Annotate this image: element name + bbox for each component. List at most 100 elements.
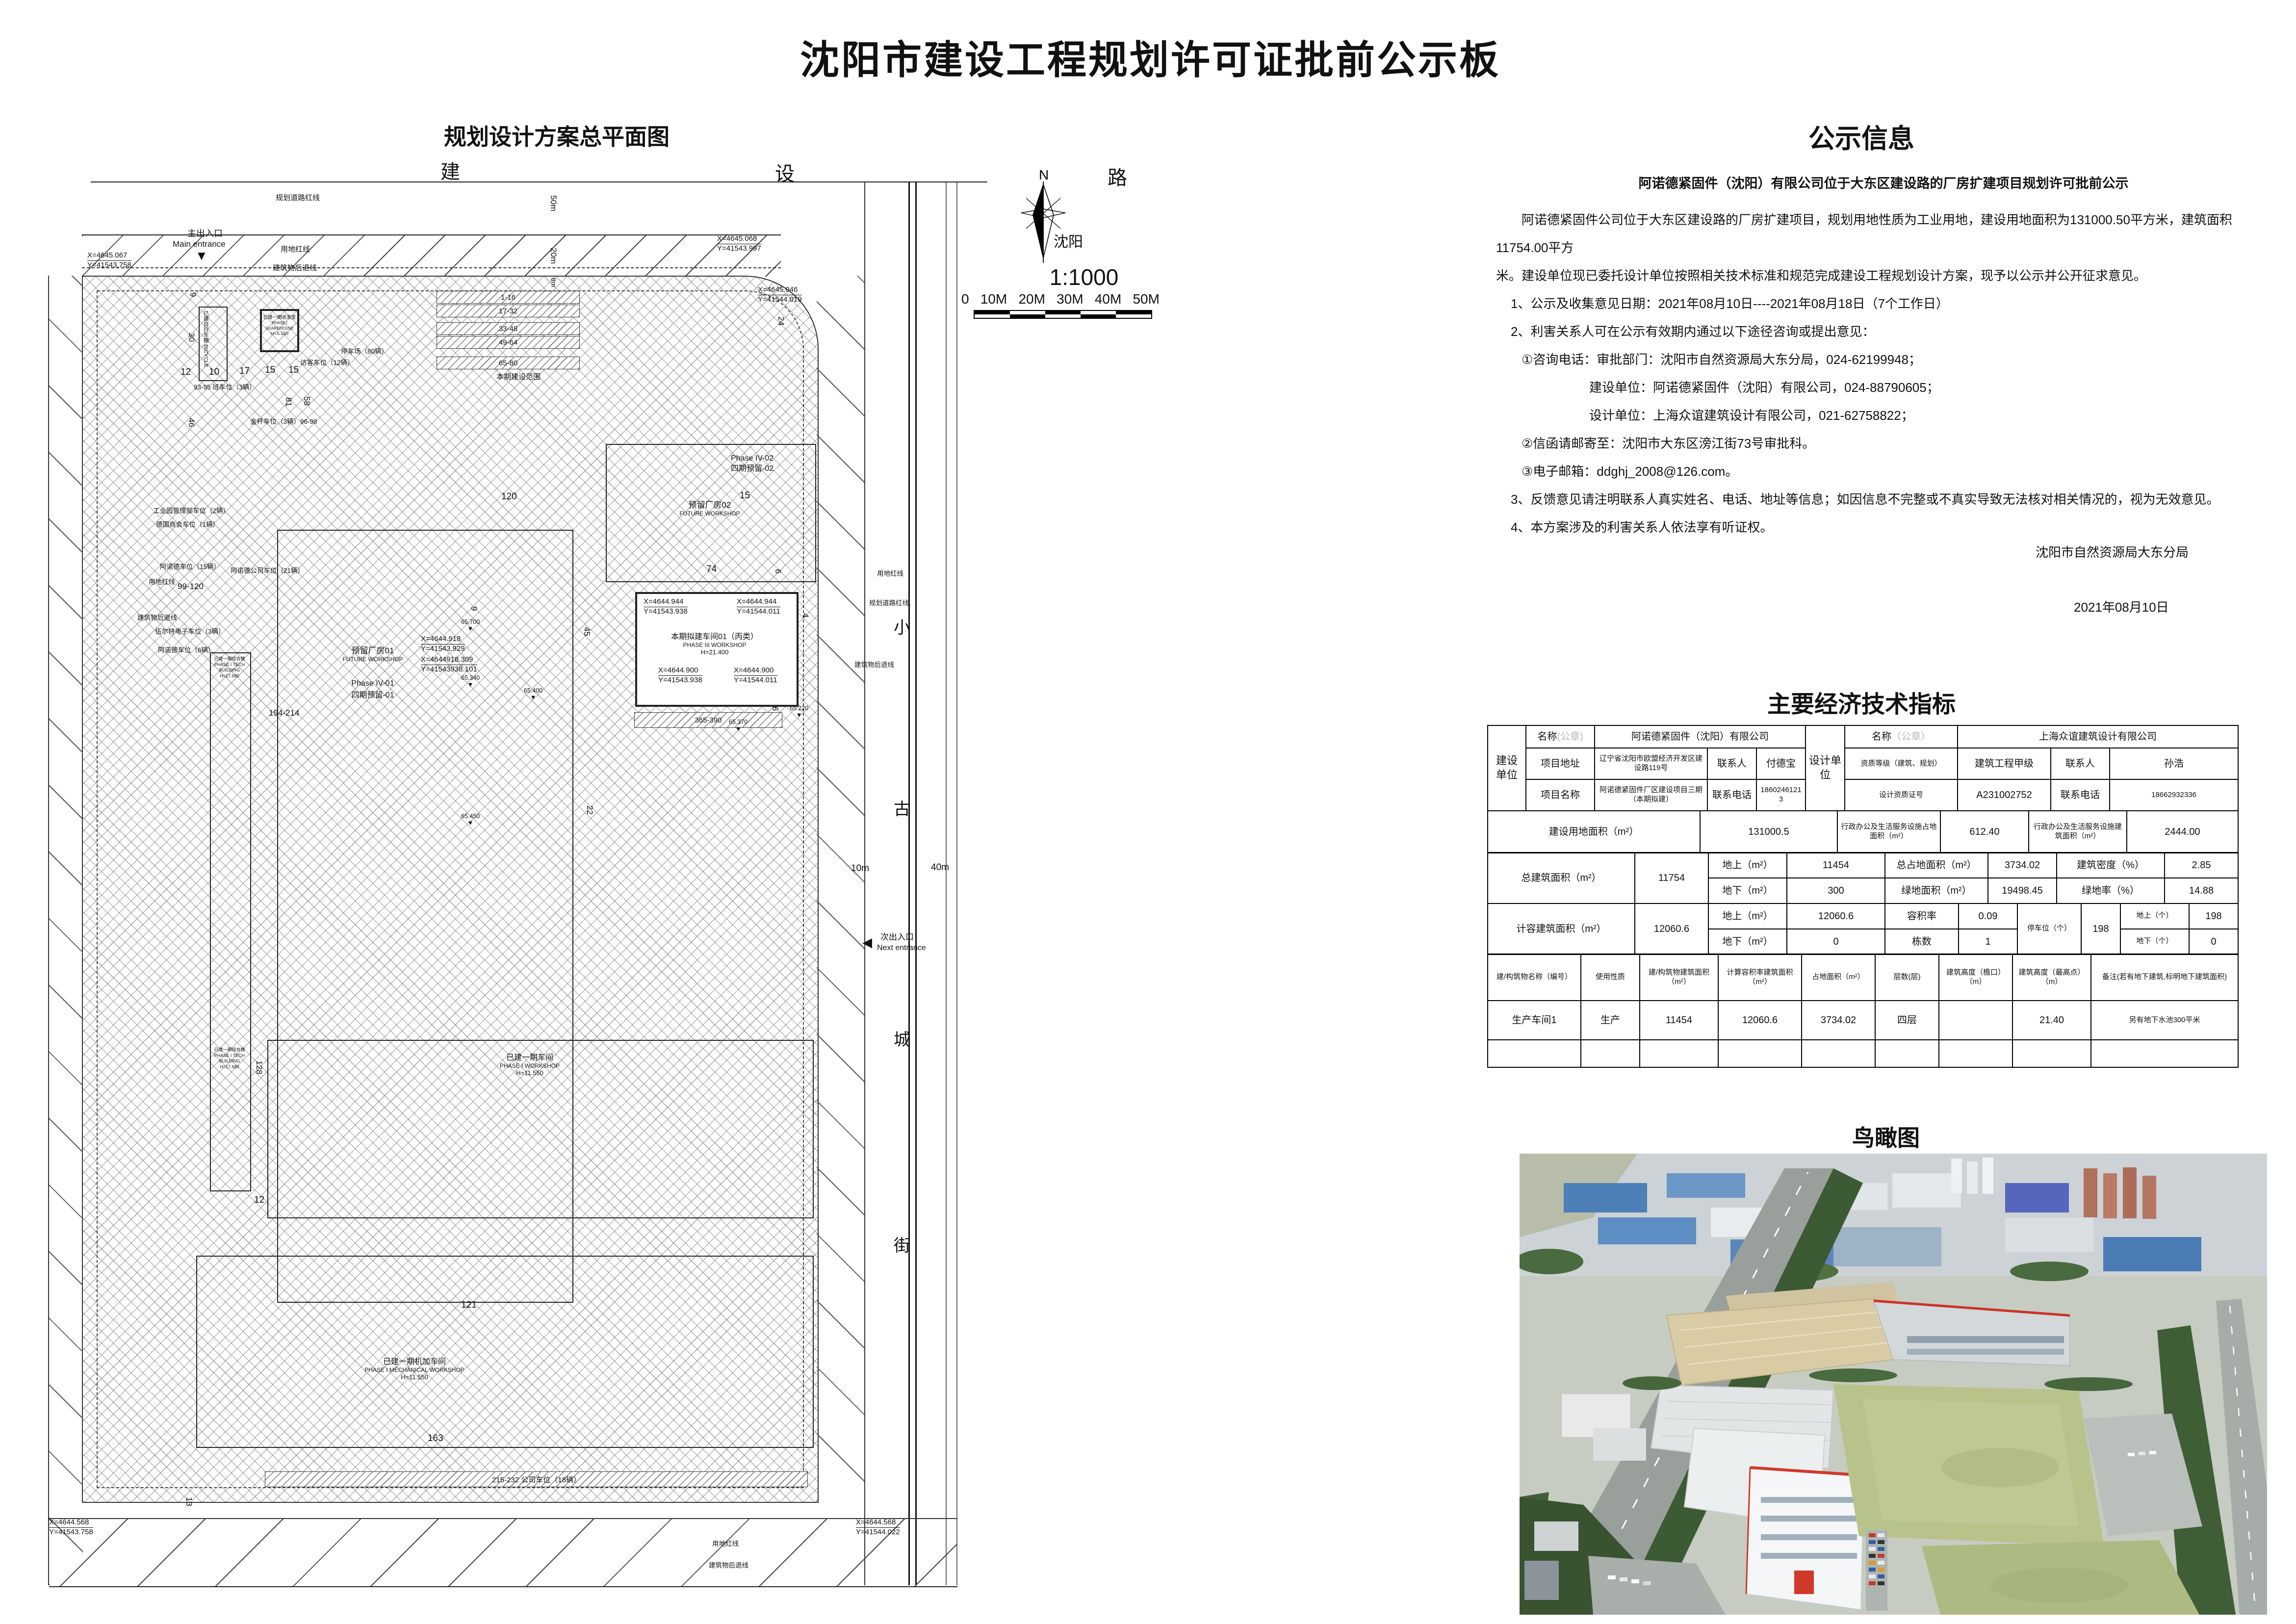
cell: 3734.02 xyxy=(1801,1000,1876,1040)
elevation-triangle-icon: ▼ xyxy=(530,693,537,701)
cell: 另有地下水池300平米 xyxy=(2090,1000,2239,1040)
road-redline-label: 规划道路红线 xyxy=(869,599,909,607)
scale-bar xyxy=(974,310,1152,319)
main-entrance-label-en: Main entrance xyxy=(173,239,226,249)
building-phase1-workshop xyxy=(267,1040,814,1218)
notice-subtitle: 阿诺德紧固件（沈阳）有限公司位于大东区建设路的厂房扩建项目规划许可批前公示 xyxy=(1638,176,2129,191)
cell: 联系电话 xyxy=(2050,779,2110,811)
cell: 计算容积率建筑面积（m²） xyxy=(1718,954,1802,1001)
cell: 停车位（个） xyxy=(2017,902,2082,955)
building-phase3-workshop xyxy=(635,592,799,707)
cell: 0.09 xyxy=(1958,902,2018,929)
elevation-marker: 65.340▼ xyxy=(461,674,480,688)
cell: 联系人 xyxy=(1707,748,1757,780)
notice-item: 3、反馈意见请注明联系人真实姓名、电话、地址等信息；如因信息不完整或不真实导致无… xyxy=(1511,492,2219,507)
cell: 地下（m²） xyxy=(1708,928,1787,955)
cell: 14.88 xyxy=(2164,877,2239,904)
main-entrance-label: 主出入口 xyxy=(187,229,223,238)
cell: 联系电话 xyxy=(1707,779,1757,811)
road-right-line5 xyxy=(956,182,957,1585)
cell: 生产 xyxy=(1580,1000,1640,1040)
parking-range-label: 99-120 xyxy=(178,582,204,591)
cell: 3734.02 xyxy=(1987,852,2057,878)
future-workshop-02-label: 预留厂房02 FUTURE WORKSHOP xyxy=(679,500,740,517)
cell: 地上（m²） xyxy=(1708,902,1787,929)
cell: 阿诺德紧固件（沈阳）有限公司 xyxy=(1594,725,1806,748)
cell xyxy=(1487,1039,1581,1068)
dim-label: 22 xyxy=(585,805,594,815)
cell: 21.40 xyxy=(2012,1000,2091,1040)
notice-subitem: ③电子邮箱：ddghj_2008@126.com。 xyxy=(1522,464,1738,479)
parking-label: 德国商会车位（1辆） xyxy=(156,521,220,528)
cell: 131000.5 xyxy=(1700,810,1838,853)
cell: 1 xyxy=(1958,928,2018,955)
cell: 建筑密度（%） xyxy=(2056,852,2165,878)
building-future-workshop-01 xyxy=(277,530,573,1303)
dim-label: 9 xyxy=(469,606,479,611)
cell: 备注(若有地下建筑,标明地下建筑面积) xyxy=(2090,954,2239,1001)
phase3-workshop-label: 本期拟建车间01（丙类） PHASE III WORKSHOP H=21.400 xyxy=(671,633,758,656)
elevation-triangle-icon: ▼ xyxy=(467,680,474,688)
cell: 0 xyxy=(1786,928,1885,955)
dim-label: 30 xyxy=(187,333,196,342)
dim-label: 45 xyxy=(582,627,592,636)
verge-hatch-top xyxy=(82,234,781,277)
dim-label: 15 xyxy=(288,365,299,375)
cell: 198 xyxy=(2081,902,2121,955)
land-redline-label: 用地红线 xyxy=(877,570,903,577)
dim-label: 10m xyxy=(851,863,869,874)
road-name-top-2: 设 xyxy=(775,163,795,185)
cell: A231002752 xyxy=(1957,779,2051,811)
elevation-triangle-icon: ▼ xyxy=(467,819,474,826)
svg-text:N: N xyxy=(1039,167,1049,182)
cell: 建筑高度（最高点）（m） xyxy=(2012,954,2091,1001)
elevation-triangle-icon: ▼ xyxy=(796,711,802,719)
cell: 设计单位 xyxy=(1805,725,1845,811)
parcel xyxy=(82,276,819,1503)
cell: 总占地面积（m²） xyxy=(1884,852,1988,878)
next-entrance-label-en: Next entrance xyxy=(877,944,926,952)
cell: 四层 xyxy=(1875,1000,1939,1040)
road-name-right-4: 街 xyxy=(894,1237,910,1255)
cell: 阿诺德紧固件厂区建设项目三期（本期拟建） xyxy=(1594,779,1708,811)
land-redline-top xyxy=(82,267,781,268)
road-right-line4 xyxy=(946,182,947,1585)
parking-range-label: 194-214 xyxy=(269,708,300,718)
building-bike-shed: 已建自行车棚 BICYCLE xyxy=(199,307,228,381)
notice-subitem: 建设单位：阿诺德紧固件（沈阳）有限公司，024-88790605； xyxy=(1589,380,1939,395)
parking-label: 阿诺德公司车位（21辆） xyxy=(231,567,305,574)
cell: 建设用地面积（m²） xyxy=(1487,810,1701,853)
notice-subitem: ②信函请邮寄至：沈阳市大东区滂江街73号审批科。 xyxy=(1522,436,1815,451)
cell: 行政办公及生活服务设施建筑面积（m²） xyxy=(2028,810,2127,853)
guardhouse-height: H=5.150 xyxy=(270,331,289,337)
road-name-top-3: 路 xyxy=(1108,167,1127,189)
dim-label: 81 xyxy=(284,397,293,407)
dim-label: 12 xyxy=(181,367,191,377)
cell: 地上（m²） xyxy=(1708,852,1787,878)
notice-agency: 沈阳市自然资源局大东分局 xyxy=(2036,545,2189,560)
notice-date: 2021年08月10日 xyxy=(2074,600,2169,615)
dim-label: 8m xyxy=(550,278,558,287)
notice-item: 1、公示及收集意见日期：2021年08月10日----2021年08月18日（7… xyxy=(1511,296,1949,311)
cell: 设计资质证号 xyxy=(1844,779,1958,811)
cell: 容积率 xyxy=(1884,902,1959,929)
notice-item: 4、本方案涉及的利害关系人依法享有听证权。 xyxy=(1511,520,1773,535)
dim-label: 10 xyxy=(209,367,220,377)
building-future-workshop-02 xyxy=(606,444,816,582)
econ-table-area-rows: 总建筑面积（m²） 11754 地上（m²） 11454 总占地面积（m²） 3… xyxy=(1487,852,2239,904)
parking-visitors-label: 访客车位（12辆） xyxy=(300,359,354,366)
cell xyxy=(1639,1039,1719,1068)
parking-row: 49-64 xyxy=(437,336,580,349)
parking-label: 93-95 班车位（3辆） xyxy=(194,384,256,391)
notice-title: 公示信息 xyxy=(1808,124,1914,154)
bike-shed-label-en: BICYCLE xyxy=(203,344,209,368)
dim-label: 20m xyxy=(549,248,558,264)
cell: 建筑高度（檐口）（m） xyxy=(1938,954,2013,1001)
